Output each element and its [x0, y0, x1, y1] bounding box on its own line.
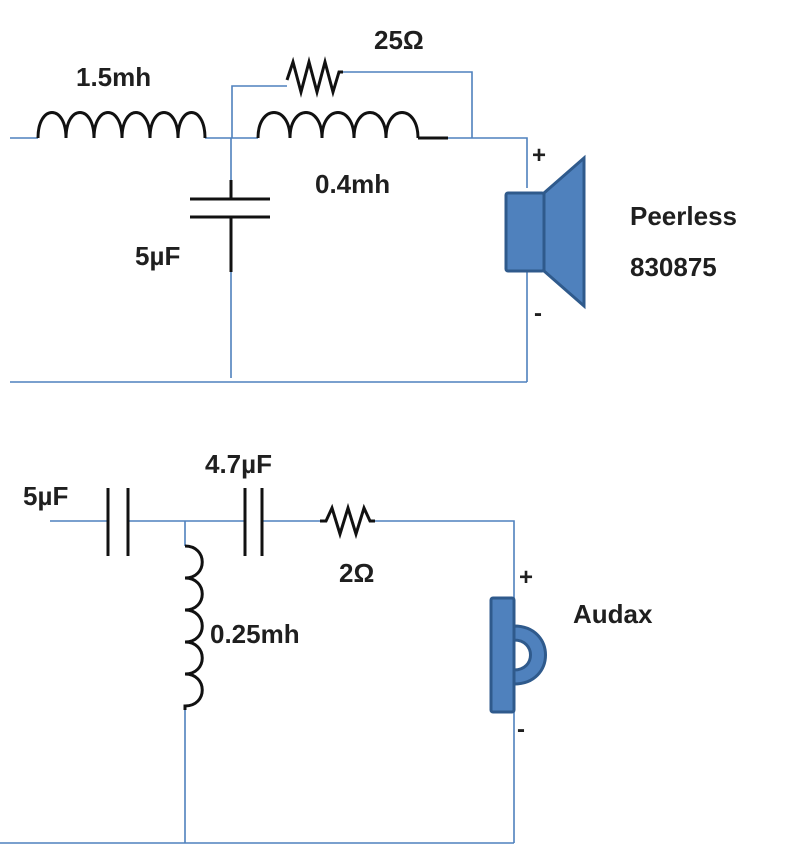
- inductor-1-5mh-icon: [36, 111, 207, 139]
- capacitor-4-7uf-icon: [243, 488, 264, 556]
- label-0-25mh: 0.25mh: [210, 619, 300, 649]
- tweeter-speaker-name: Audax: [573, 599, 653, 629]
- label-5uf: 5µF: [135, 241, 181, 271]
- woofer-speaker-name: Peerless: [630, 201, 737, 231]
- woofer-output-wire: [448, 137, 528, 188]
- woofer-wires: [10, 71, 528, 383]
- dome-tweeter-icon: [489, 596, 547, 714]
- label-0-4mh: 0.4mh: [315, 169, 391, 199]
- inductor-0-25mh-icon: [183, 544, 204, 710]
- woofer-crossover: [10, 56, 586, 383]
- label-25ohm: 25Ω: [374, 25, 424, 55]
- resistor-2ohm-icon: [320, 502, 375, 540]
- inductor-0-4mh-icon: [256, 111, 448, 140]
- tweeter-plus-sign: +: [519, 564, 534, 591]
- tweeter-output-wire: [375, 520, 515, 598]
- tweeter-crossover: [0, 488, 547, 844]
- capacitor-5uf-icon: [190, 180, 270, 272]
- woofer-speaker-model: 830875: [630, 252, 717, 282]
- resistor-25ohm-icon: [285, 56, 343, 98]
- label-4-7uf: 4.7µF: [205, 449, 273, 479]
- cone-speaker-icon: [504, 154, 586, 310]
- label-1-5mh: 1.5mh: [76, 62, 152, 92]
- label-2ohm: 2Ω: [339, 558, 375, 588]
- woofer-plus-sign: +: [532, 142, 547, 169]
- woofer-minus-sign: -: [534, 300, 542, 327]
- woofer-resistor-bypass-wire: [231, 71, 473, 138]
- tweeter-minus-sign: -: [517, 716, 525, 743]
- capacitor-5uf-series-icon: [106, 488, 130, 556]
- label-5uf-series: 5µF: [23, 481, 69, 511]
- tweeter-wires: [0, 520, 515, 844]
